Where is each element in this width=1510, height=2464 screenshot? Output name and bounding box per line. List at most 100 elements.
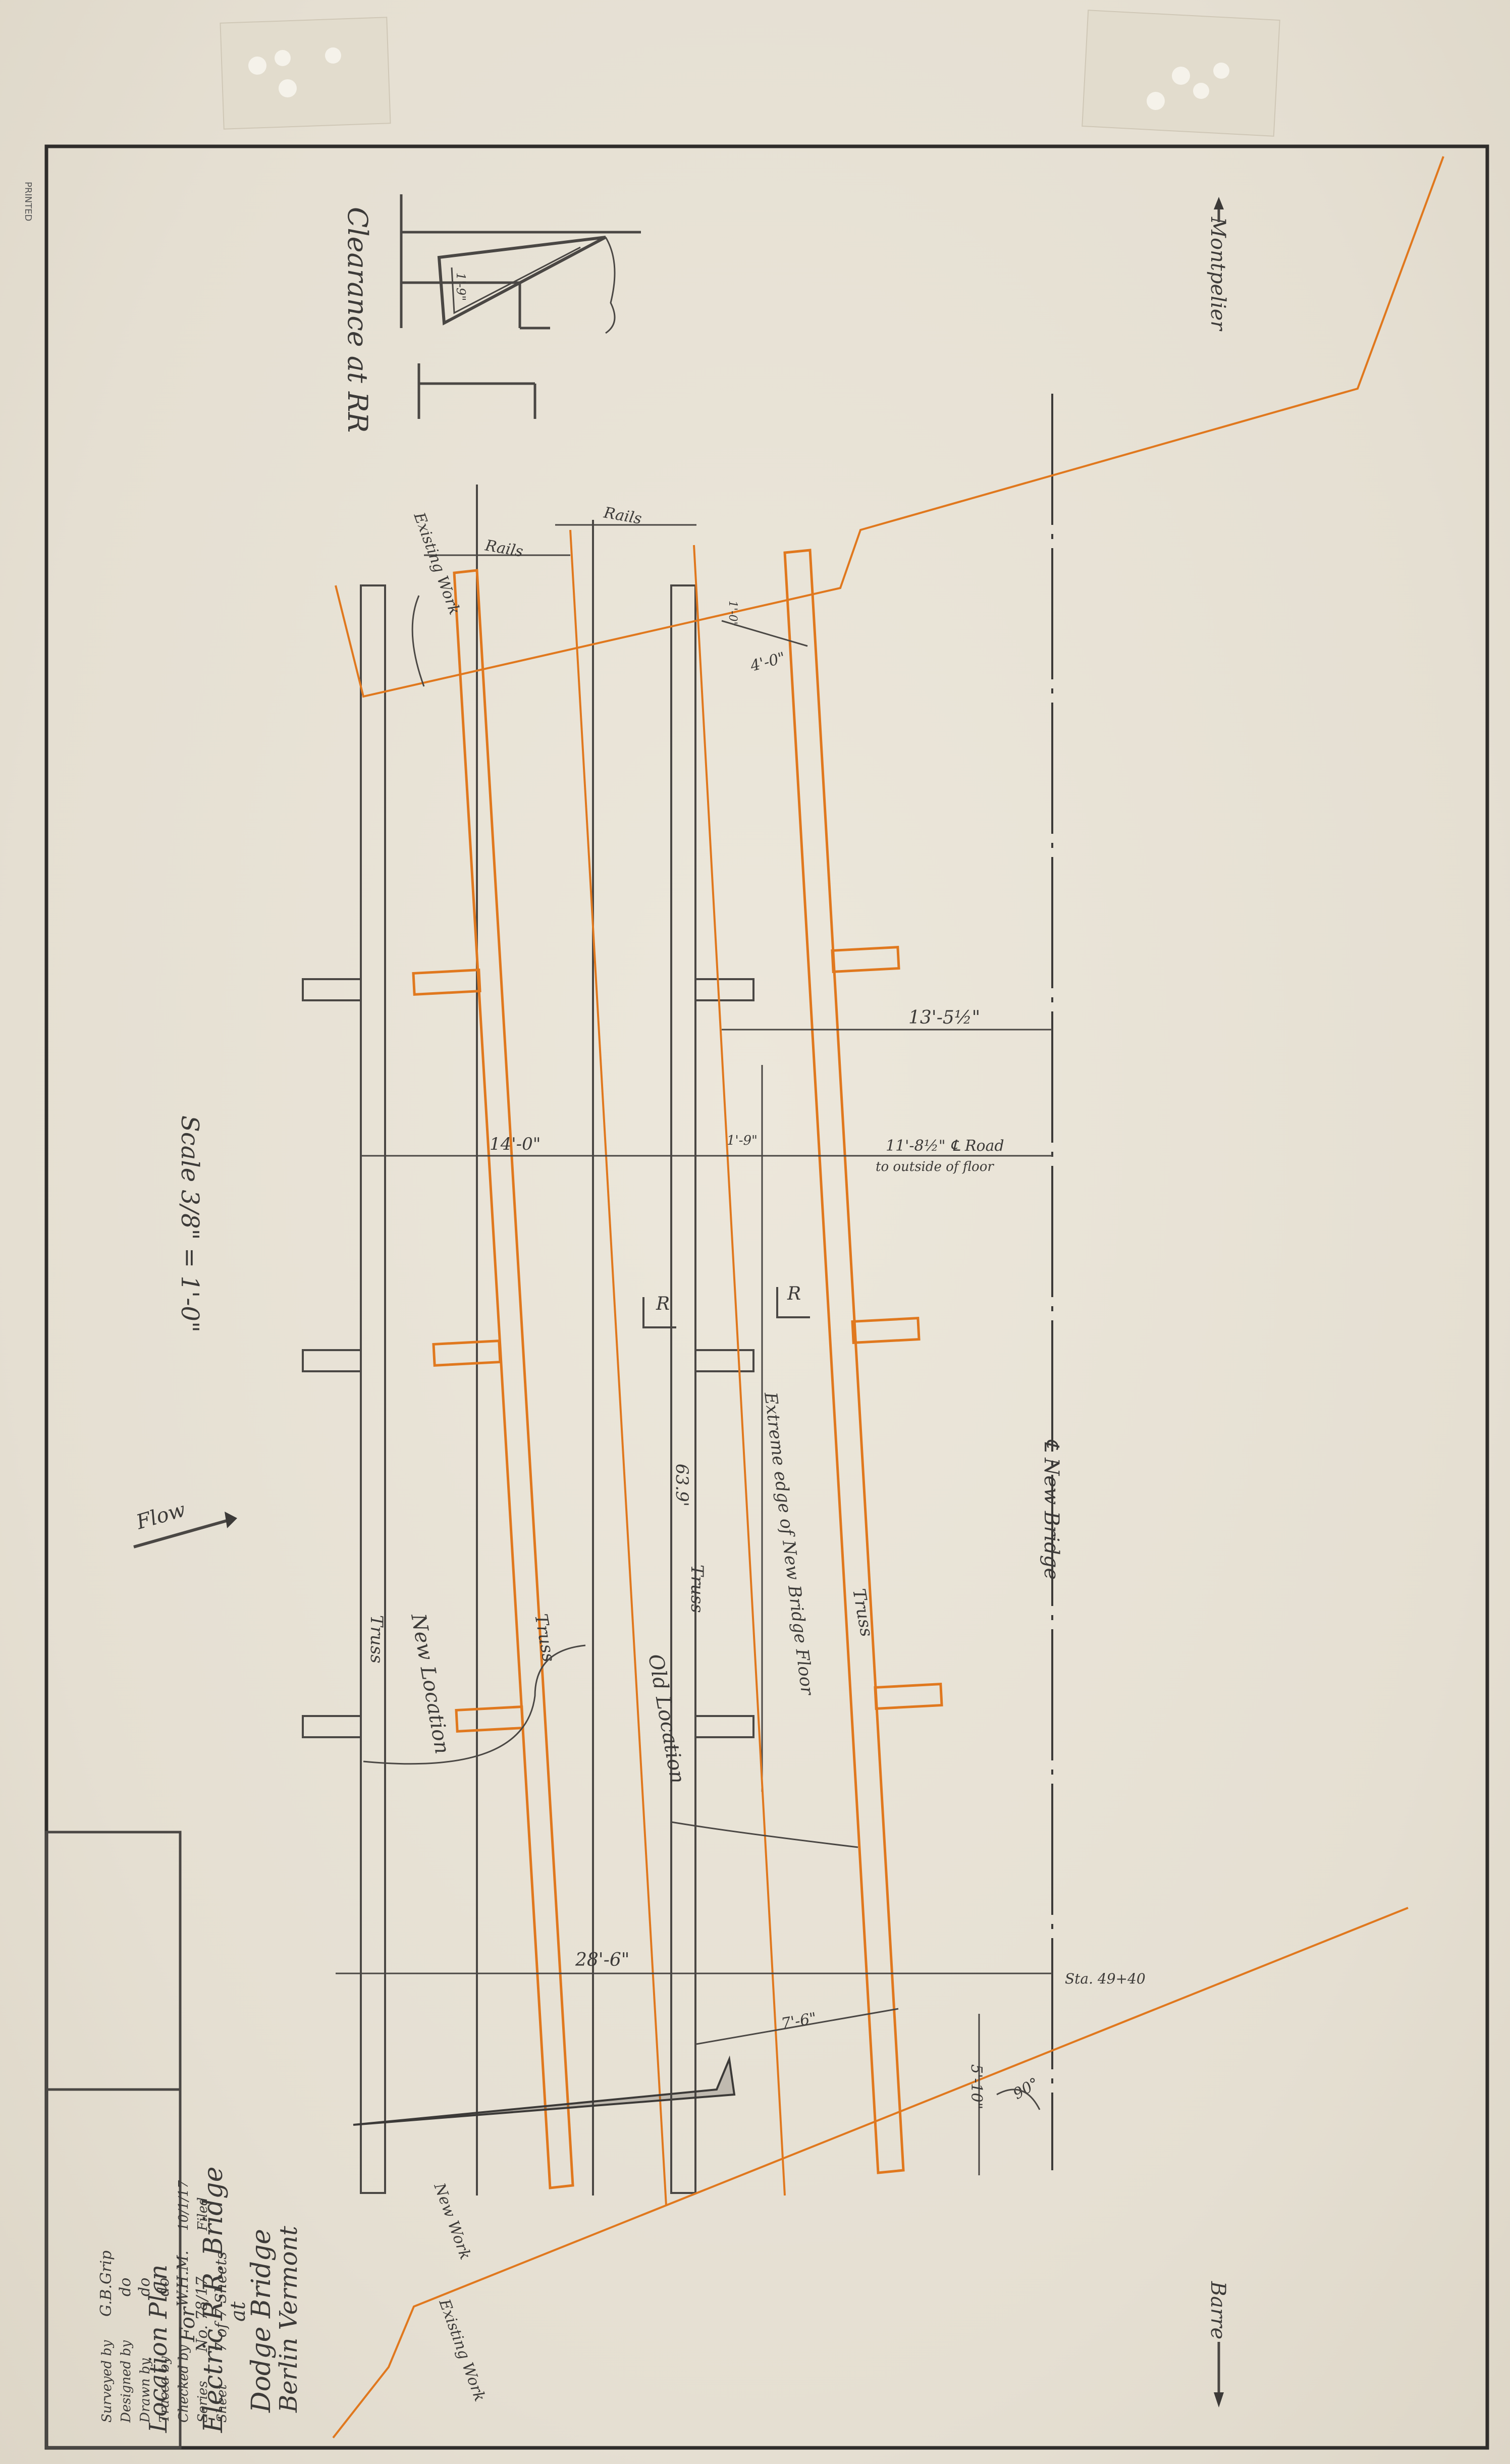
title-line1: Location Plan bbox=[144, 2265, 173, 2433]
section-r2: R bbox=[787, 1283, 801, 1304]
montpelier-label: Montpelier bbox=[1206, 217, 1229, 332]
angle-arc bbox=[996, 2088, 1041, 2110]
title-row-value: 7 of 7 Sheets bbox=[212, 2252, 230, 2352]
drawing-border bbox=[44, 144, 1489, 2450]
dim-63-9: 63.9' bbox=[672, 1464, 692, 1507]
station-label: Sta. 49+40 bbox=[1065, 1970, 1146, 1987]
new-floor-beam bbox=[432, 1339, 502, 1367]
new-floor-beam bbox=[874, 1682, 943, 1710]
new-location-leader bbox=[363, 1644, 586, 1765]
title-line3: Electric R.R. Bridge bbox=[198, 2167, 229, 2433]
new-work: New Work bbox=[430, 2180, 474, 2262]
barre-arrowhead bbox=[1214, 2392, 1224, 2407]
new-rail-1 bbox=[569, 529, 667, 2206]
title-row-value: W.H.M. bbox=[174, 2251, 192, 2307]
title-block bbox=[45, 2088, 182, 2449]
new-floor-beam bbox=[412, 968, 481, 996]
title-row-label: Series bbox=[195, 2381, 210, 2423]
angle-label: 90° bbox=[1010, 2074, 1043, 2103]
tape-left bbox=[220, 17, 391, 130]
old-floor-beam bbox=[302, 1349, 362, 1372]
title-row-label: Designed by bbox=[119, 2340, 134, 2423]
title-line4: at bbox=[227, 2301, 250, 2322]
dim-1-9: 1'-9" bbox=[727, 1133, 758, 1148]
tape-hole bbox=[248, 57, 266, 75]
old-floor-beam bbox=[302, 1715, 362, 1738]
title-line2: For bbox=[176, 2306, 199, 2342]
old-structure bbox=[302, 485, 763, 2195]
title-row-label: Surveyed by bbox=[99, 2340, 115, 2423]
dimension-lines bbox=[336, 524, 1052, 2175]
old-floor-beam bbox=[302, 978, 362, 1001]
new-floor-beam bbox=[455, 1705, 524, 1733]
dim-4-0: 4'-0" bbox=[748, 649, 787, 675]
old-floor-beam bbox=[694, 1349, 754, 1372]
barre-label: Barre bbox=[1206, 2281, 1229, 2339]
clearance-bracket-inner bbox=[451, 246, 581, 314]
tape-hole bbox=[325, 47, 341, 64]
dim-14-0: 14'-0" bbox=[490, 1134, 541, 1154]
old-location-leader bbox=[671, 1821, 858, 1848]
clearance-dim: 1'-9" bbox=[454, 273, 468, 301]
dim-13-5: 13'-5½" bbox=[908, 1007, 980, 1028]
title-row-value: do bbox=[155, 2278, 173, 2296]
title-row-label: Sheet bbox=[214, 2384, 230, 2423]
old-floor-beam bbox=[694, 1715, 754, 1738]
title-text: Location Plan For Electric R.R. Bridge a… bbox=[144, 2167, 303, 2433]
clearance-break bbox=[605, 237, 616, 334]
existing-work-top: Existing Work bbox=[410, 510, 463, 617]
montpelier-arrowhead bbox=[1214, 197, 1224, 209]
bank-line-bottom bbox=[332, 1907, 1409, 2439]
title-row-value: do bbox=[117, 2278, 134, 2296]
new-rail-2 bbox=[693, 545, 786, 2196]
title-row-value: No. 78/17 bbox=[193, 2276, 211, 2352]
truss-label-3: Truss bbox=[687, 1565, 707, 1613]
truss-label-4: Truss bbox=[848, 1587, 877, 1638]
clearance-lines bbox=[400, 194, 641, 330]
scale-label: Scale 3/8" = 1'-0" bbox=[176, 1115, 204, 1332]
dim-7-6: 7'-6" bbox=[780, 2009, 818, 2033]
title-row-label: Traced by bbox=[157, 2356, 172, 2423]
bank-line-top bbox=[335, 156, 1444, 698]
dim-1-0: 1'-0" bbox=[726, 601, 739, 627]
rails-label-1: Rails bbox=[483, 537, 525, 561]
tape-hole bbox=[1172, 67, 1190, 85]
clearance-label: Clearance at RR bbox=[342, 207, 373, 433]
tape-strips bbox=[220, 10, 1280, 137]
new-structure bbox=[332, 156, 1444, 2439]
new-truss-left bbox=[453, 569, 574, 2189]
tape-hole bbox=[279, 79, 297, 97]
tape-hole bbox=[1193, 83, 1209, 99]
extreme-edge-label: Extreme edge of New Bridge Floor bbox=[760, 1390, 818, 1697]
old-truss-right bbox=[670, 584, 696, 2194]
section-r1: R bbox=[656, 1294, 670, 1314]
sheet-stamp: PRINTED bbox=[23, 182, 33, 221]
title-line6: Berlin Vermont bbox=[275, 2226, 303, 2413]
existing-work-bottom: Existing Work bbox=[435, 2296, 489, 2404]
truss-label-2: Truss bbox=[530, 1613, 559, 1664]
title-row-value: do bbox=[136, 2278, 153, 2296]
existing-work-leader bbox=[411, 595, 425, 687]
title-line5: Dodge Bridge bbox=[246, 2229, 277, 2413]
drawing-labels: Existing Work New Work Existing Work Rai… bbox=[366, 504, 1146, 2404]
flow-label: Flow bbox=[133, 1498, 188, 1534]
new-floor-beam bbox=[831, 945, 900, 974]
tape-hole bbox=[275, 50, 291, 66]
dimension-texts: 13'-5½" 14'-0" 1'-9" 11'-8½" ℄ Road to o… bbox=[490, 601, 1004, 2109]
new-floor-beam bbox=[851, 1316, 921, 1345]
clearance-detail: Clearance at RR 1'-9" bbox=[342, 194, 641, 433]
new-location-label: New Location bbox=[406, 1612, 454, 1756]
dim-28-6: 28'-6" bbox=[575, 1950, 629, 1970]
clearance-bracket bbox=[437, 236, 607, 326]
section-markers: R R bbox=[642, 1283, 810, 1328]
dim-11-8-sub: to outside of floor bbox=[876, 1159, 994, 1174]
dim-5-10: 5'-10" bbox=[967, 2064, 985, 2109]
new-work-wall bbox=[353, 2055, 736, 2126]
title-filed: Filed bbox=[195, 2197, 210, 2231]
title-date: 10/1/17 bbox=[176, 2180, 191, 2231]
title-row-label: Checked by bbox=[176, 2345, 191, 2423]
title-row-label: Drawn by bbox=[138, 2358, 153, 2423]
clearance-lower bbox=[417, 363, 536, 419]
